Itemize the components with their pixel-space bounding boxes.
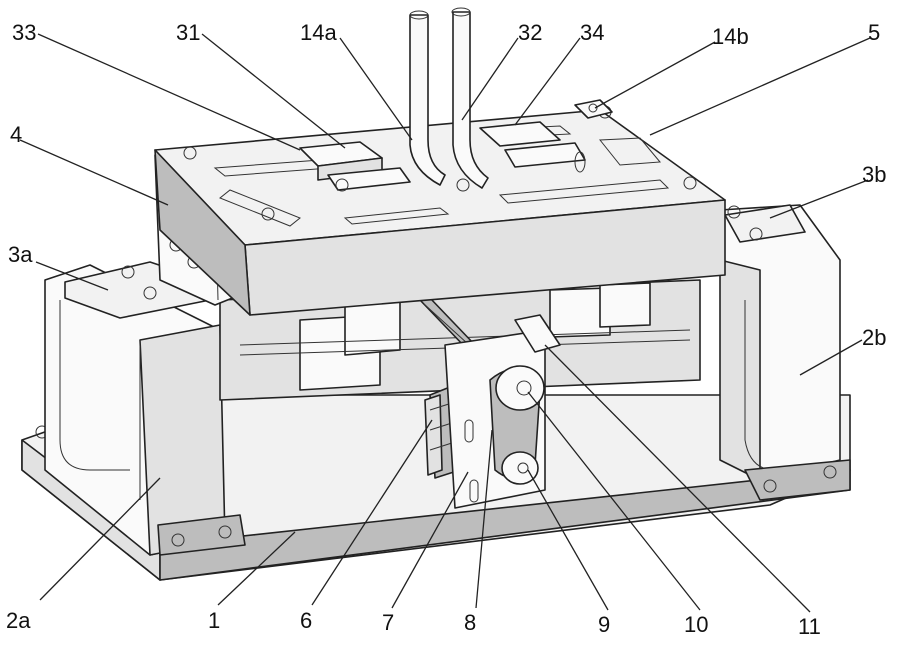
label-2a: 2a xyxy=(6,608,31,633)
label-7: 7 xyxy=(382,610,394,635)
label-11: 11 xyxy=(798,614,821,639)
label-3a: 3a xyxy=(8,242,33,267)
label-32: 32 xyxy=(518,20,542,45)
label-14a: 14a xyxy=(300,20,337,45)
label-9: 9 xyxy=(598,612,610,637)
label-1: 1 xyxy=(208,608,220,633)
label-3b: 3b xyxy=(862,162,886,187)
label-8: 8 xyxy=(464,610,476,635)
label-10: 10 xyxy=(684,612,708,637)
label-31: 31 xyxy=(176,20,200,45)
label-5: 5 xyxy=(868,20,880,45)
label-4: 4 xyxy=(10,122,22,147)
label-6: 6 xyxy=(300,608,312,633)
label-14b: 14b xyxy=(712,24,749,49)
label-34: 34 xyxy=(580,20,604,45)
label-33: 33 xyxy=(12,20,36,45)
label-2b: 2b xyxy=(862,325,886,350)
right-support-block xyxy=(720,205,850,500)
